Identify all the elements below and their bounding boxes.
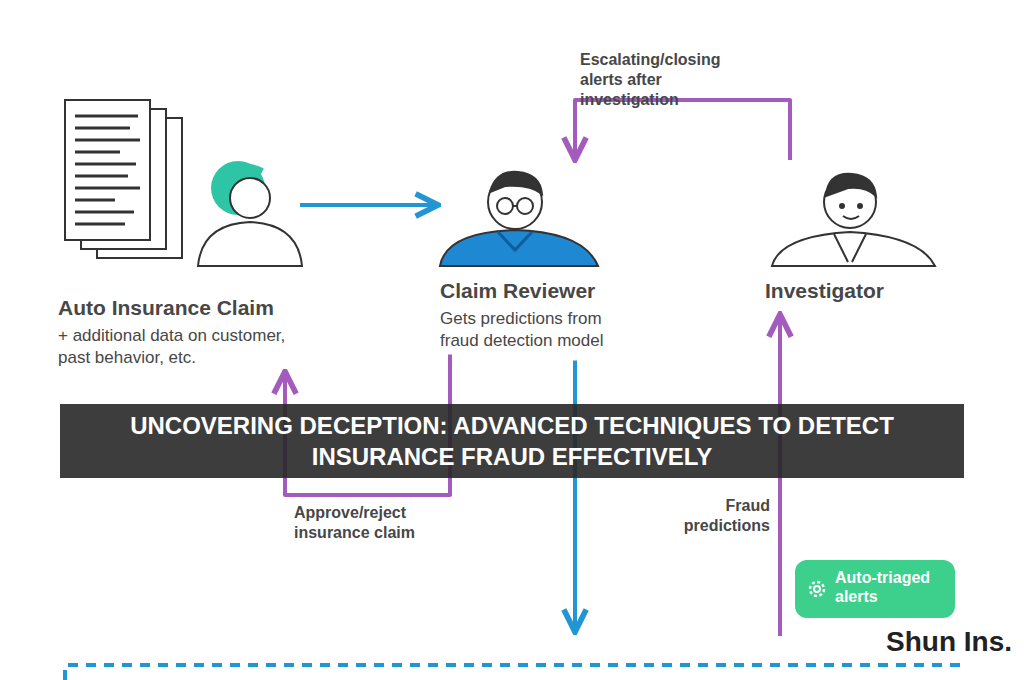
claim-actor: Auto Insurance Claim + additional data on… — [58, 95, 298, 369]
node-description: + additional data on customer, past beha… — [58, 325, 298, 369]
page-title: UNCOVERING DECEPTION: ADVANCED TECHNIQUE… — [60, 404, 964, 478]
flow-arrow — [575, 100, 790, 160]
model-input-arrow — [573, 360, 577, 632]
flow-arrow — [300, 203, 438, 207]
node-heading: Investigator — [765, 278, 945, 304]
node-heading: Auto Insurance Claim — [58, 295, 298, 321]
node-heading: Auto-triaged alerts — [835, 568, 945, 606]
model-frame — [65, 665, 960, 680]
document-stack — [65, 100, 182, 258]
alert-badge: Auto-triaged alerts — [795, 560, 955, 618]
node-heading: Claim Reviewer — [440, 278, 640, 304]
reviewer-figure — [440, 172, 598, 266]
edge-label: Escalating/closing alerts after investig… — [580, 50, 760, 110]
investigator-figure — [772, 174, 935, 266]
flow-label: Fraud predictions — [672, 496, 770, 536]
node-description: Gets predictions from fraud detection mo… — [440, 308, 640, 352]
claimant-figure — [198, 161, 302, 266]
edge-label: Approve/reject insurance claim — [294, 503, 424, 543]
watermark: Shun Ins. — [860, 624, 1012, 659]
gear-icon — [805, 577, 829, 601]
investigator-actor: Investigator — [765, 160, 945, 308]
reviewer-actor: Claim ReviewerGets predictions from frau… — [440, 160, 640, 352]
